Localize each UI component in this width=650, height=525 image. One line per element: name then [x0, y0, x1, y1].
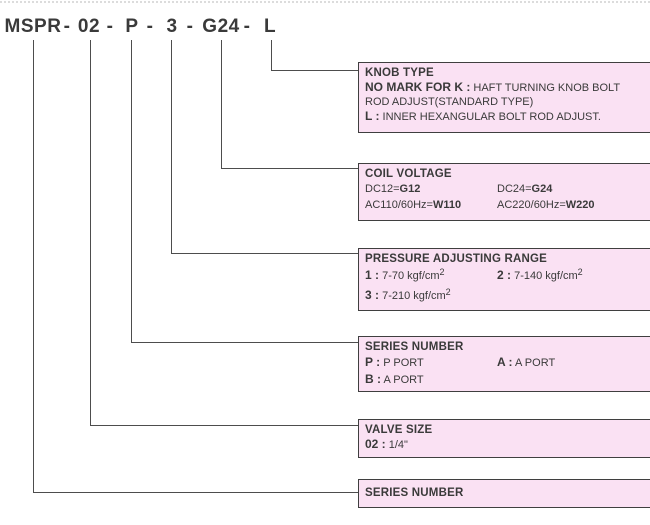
- option-label: NO MARK FOR K :: [365, 80, 471, 94]
- pressure-option-2: 2 : 7-140 kgf/cm2: [497, 267, 644, 284]
- option-text: INNER HEXANGULAR BOLT ROD ADJUST.: [382, 111, 601, 123]
- code-separator: -: [186, 16, 194, 37]
- coil-voltage-box: COIL VOLTAGE DC12=G12 DC24=G24 AC110/60H…: [358, 163, 650, 221]
- code-segment-port: P: [125, 16, 139, 37]
- option-value: 7-210 kgf/cm: [382, 289, 446, 302]
- code-separator: -: [63, 16, 71, 37]
- code-segment-knob: L: [263, 16, 277, 37]
- connector-elbow-series: [33, 492, 358, 493]
- option-label: P :: [365, 355, 381, 369]
- voltage-code: W220: [565, 198, 595, 211]
- box-title: COIL VOLTAGE: [365, 168, 452, 180]
- code-segment-size: 02: [77, 16, 101, 37]
- port-option-p: P : P PORT: [365, 355, 497, 371]
- port-option-a: A : A PORT: [497, 355, 644, 371]
- connector-line-series: [33, 40, 34, 492]
- voltage-prefix: DC24=: [497, 183, 532, 195]
- box-title: SERIES NUMBER: [365, 341, 464, 353]
- superscript: 2: [577, 267, 583, 277]
- knob-option-l: L : INNER HEXANGULAR BOLT ROD ADJUST.: [365, 109, 644, 125]
- connector-line-knob: [271, 40, 272, 70]
- connector-elbow-pressure: [171, 253, 358, 254]
- port-series-box: SERIES NUMBER P : P PORT A : A PORT B : …: [358, 336, 650, 392]
- code-segment-pressure: 3: [166, 16, 178, 37]
- code-separator: -: [146, 16, 154, 37]
- superscript: 2: [439, 267, 445, 277]
- box-title: SERIES NUMBER: [365, 487, 464, 499]
- option-value: A PORT: [515, 357, 556, 369]
- voltage-prefix: AC110/60Hz=: [365, 198, 433, 211]
- pressure-option-3: 3 : 7-210 kgf/cm2: [365, 286, 497, 304]
- option-value: A PORT: [383, 373, 424, 386]
- series-number-box: SERIES NUMBER: [358, 479, 650, 508]
- connector-elbow-port: [131, 342, 358, 343]
- voltage-prefix: AC220/60Hz=: [497, 198, 566, 211]
- port-option-b: B : A PORT: [365, 371, 497, 388]
- option-label: 3 :: [365, 287, 380, 302]
- voltage-option-ac220: AC220/60Hz=W220: [497, 199, 644, 213]
- code-separator: -: [243, 16, 251, 37]
- box-title: KNOB TYPE: [365, 67, 434, 79]
- option-label: B :: [365, 371, 381, 386]
- connector-elbow-size: [90, 425, 358, 426]
- connector-line-port: [131, 40, 132, 342]
- connector-elbow-knob: [271, 70, 358, 71]
- code-segment-voltage: G24: [202, 16, 240, 37]
- voltage-prefix: DC12=: [365, 183, 400, 195]
- knob-option-default: NO MARK FOR K : HAFT TURNING KNOB BOLT R…: [365, 80, 644, 109]
- superscript: 2: [445, 286, 451, 297]
- voltage-option-ac110: AC110/60Hz=W110: [365, 199, 497, 213]
- option-value: P PORT: [383, 357, 424, 369]
- box-title: PRESSURE ADJUSTING RANGE: [365, 253, 548, 265]
- valve-size-option: 02 : 1/4": [365, 437, 644, 453]
- option-label: 1 :: [365, 268, 380, 282]
- option-label: 02 :: [365, 437, 386, 451]
- option-label: 2 :: [497, 268, 512, 282]
- connector-elbow-voltage: [221, 168, 358, 169]
- option-label: A :: [497, 355, 513, 369]
- connector-line-pressure: [171, 40, 172, 253]
- option-value: 7-70 kgf/cm: [382, 270, 440, 282]
- voltage-option-dc12: DC12=G12: [365, 183, 497, 197]
- valve-size-box: VALVE SIZE 02 : 1/4": [358, 419, 650, 458]
- top-dotted-divider: [0, 1, 650, 3]
- pressure-range-box: PRESSURE ADJUSTING RANGE 1 : 7-70 kgf/cm…: [358, 248, 650, 311]
- option-text: HAFT TURNING KNOB BOLT ROD ADJUST(STANDA…: [365, 82, 620, 108]
- voltage-code: G12: [399, 183, 421, 195]
- pressure-option-1: 1 : 7-70 kgf/cm2: [365, 267, 497, 284]
- code-separator: -: [106, 16, 114, 37]
- option-value: 7-140 kgf/cm: [514, 270, 578, 282]
- box-title: VALVE SIZE: [365, 424, 433, 436]
- connector-line-size: [90, 40, 91, 425]
- knob-type-box: KNOB TYPE NO MARK FOR K : HAFT TURNING K…: [358, 62, 650, 133]
- option-value: 1/4": [388, 439, 408, 451]
- voltage-code: G24: [531, 183, 553, 195]
- connector-line-voltage: [221, 40, 222, 168]
- voltage-code: W110: [432, 198, 462, 211]
- voltage-option-dc24: DC24=G24: [497, 183, 644, 197]
- option-label: L :: [365, 109, 380, 123]
- code-segment-series: MSPR: [4, 16, 62, 37]
